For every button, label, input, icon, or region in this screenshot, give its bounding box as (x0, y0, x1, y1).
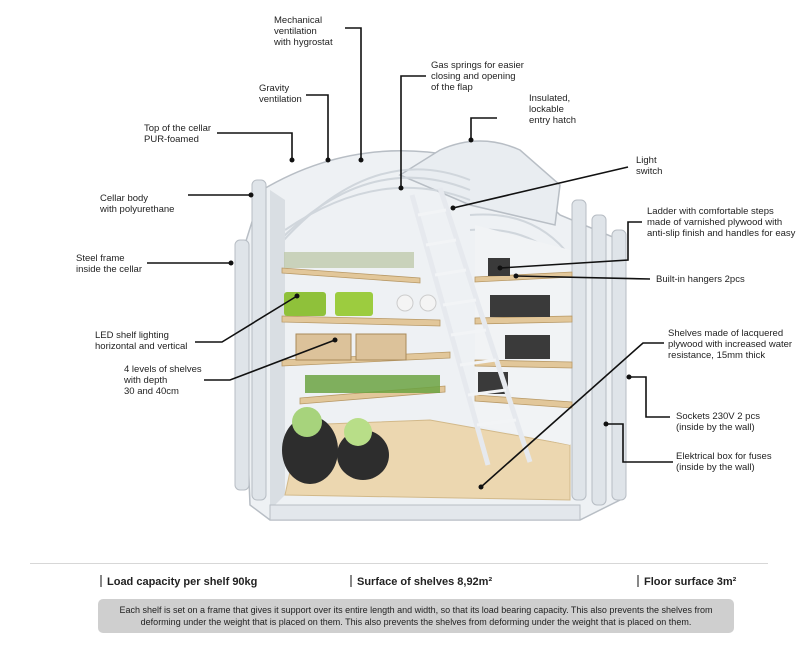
label-built-in-hangers: Built-in hangers 2pcs (656, 274, 745, 285)
shelf-note: Each shelf is set on a frame that gives … (98, 599, 734, 633)
label-sockets: Sockets 230V 2 pcs(inside by the wall) (676, 411, 760, 433)
spec-shelf-surface: Surface of shelves 8,92m² (350, 575, 492, 588)
divider (30, 563, 768, 564)
right-shelves (474, 271, 573, 409)
specs-section: Load capacity per shelf 90kg Surface of … (0, 563, 800, 663)
leader-dots (228, 137, 632, 490)
spec-floor-surface: Floor surface 3m² (637, 575, 736, 588)
spec-load-capacity: Load capacity per shelf 90kg (100, 575, 257, 588)
leader-lines (147, 27, 673, 488)
produce (282, 252, 440, 484)
label-fuse-box: Elektrical box for fuses(inside by the w… (676, 451, 772, 473)
cellar-diagram (147, 27, 673, 521)
ladder (409, 187, 533, 466)
entry-hatch (398, 140, 561, 226)
jars (478, 258, 550, 394)
